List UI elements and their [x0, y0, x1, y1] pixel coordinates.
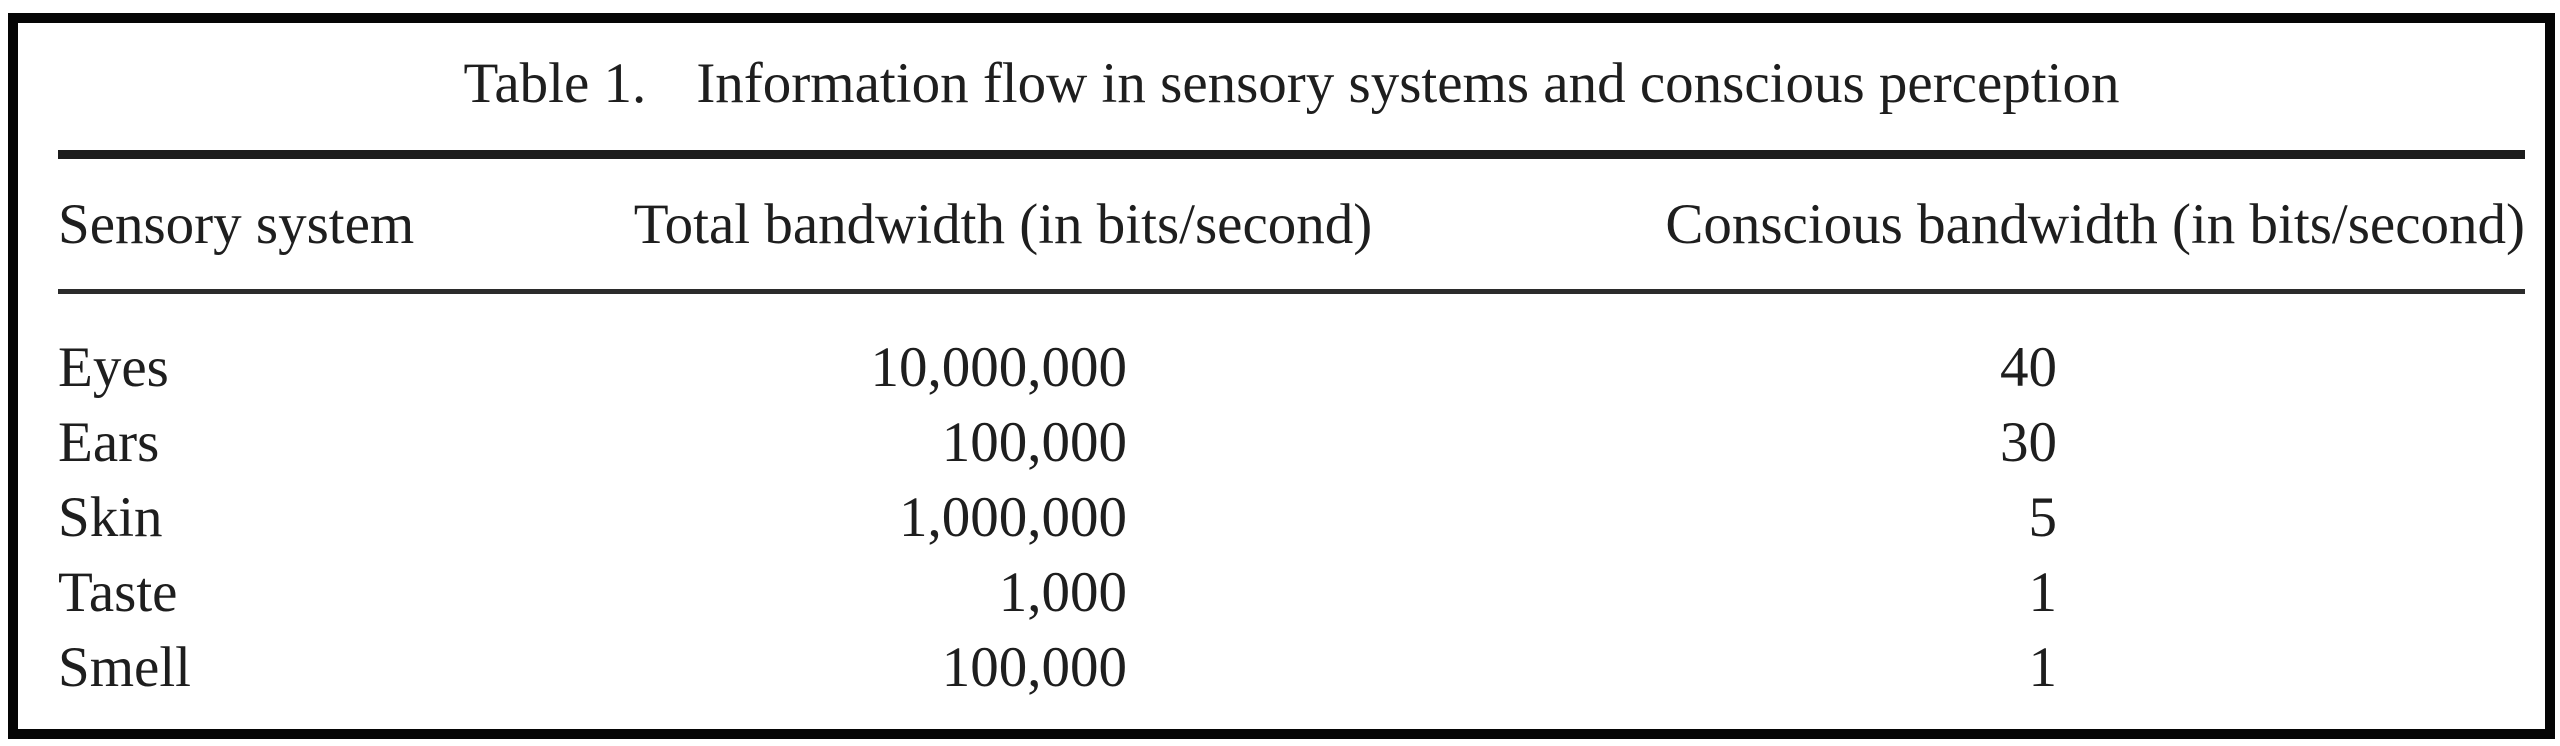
cell-system: Skin — [58, 486, 163, 549]
col-header-conscious-bandwidth: Conscious bandwidth (in bits/second) — [1448, 150, 2525, 294]
table-row-skin: Skin 1,000,000 5 — [58, 480, 2525, 555]
cell-total-bandwidth: 10,000,000 — [870, 336, 1128, 399]
table-row-ears: Ears 100,000 30 — [58, 405, 2525, 480]
sensory-bandwidth-table: Sensory system Total bandwidth (in bits/… — [58, 150, 2525, 705]
cell-system: Taste — [58, 561, 178, 624]
cell-total-bandwidth: 1,000 — [998, 561, 1127, 624]
cell-system: Eyes — [58, 336, 169, 399]
cell-conscious-bandwidth: 40 — [2000, 336, 2057, 399]
col-header-total-bandwidth: Total bandwidth (in bits/second) — [558, 150, 1448, 294]
cell-total-bandwidth: 100,000 — [941, 411, 1127, 474]
cell-system: Smell — [58, 636, 192, 699]
table-caption-text: Information flow in sensory systems and … — [696, 52, 2120, 115]
table-row-taste: Taste 1,000 1 — [58, 555, 2525, 630]
header-row: Sensory system Total bandwidth (in bits/… — [58, 150, 2525, 294]
cell-system: Ears — [58, 411, 160, 474]
cell-total-bandwidth: 1,000,000 — [899, 486, 1127, 549]
table-frame: Table 1. Information flow in sensory syst… — [8, 13, 2555, 739]
cell-conscious-bandwidth: 1 — [2028, 561, 2058, 624]
table-row-eyes: Eyes 10,000,000 40 — [58, 292, 2525, 406]
cell-total-bandwidth: 100,000 — [941, 636, 1127, 699]
cell-conscious-bandwidth: 1 — [2028, 636, 2058, 699]
cell-conscious-bandwidth: 5 — [2028, 486, 2058, 549]
table-caption: Table 1. Information flow in sensory syst… — [58, 51, 2525, 117]
table-row-smell: Smell 100,000 1 — [58, 630, 2525, 705]
table-caption-label: Table 1. — [463, 52, 647, 115]
col-header-sensory-system: Sensory system — [58, 150, 558, 294]
cell-conscious-bandwidth: 30 — [2000, 411, 2057, 474]
